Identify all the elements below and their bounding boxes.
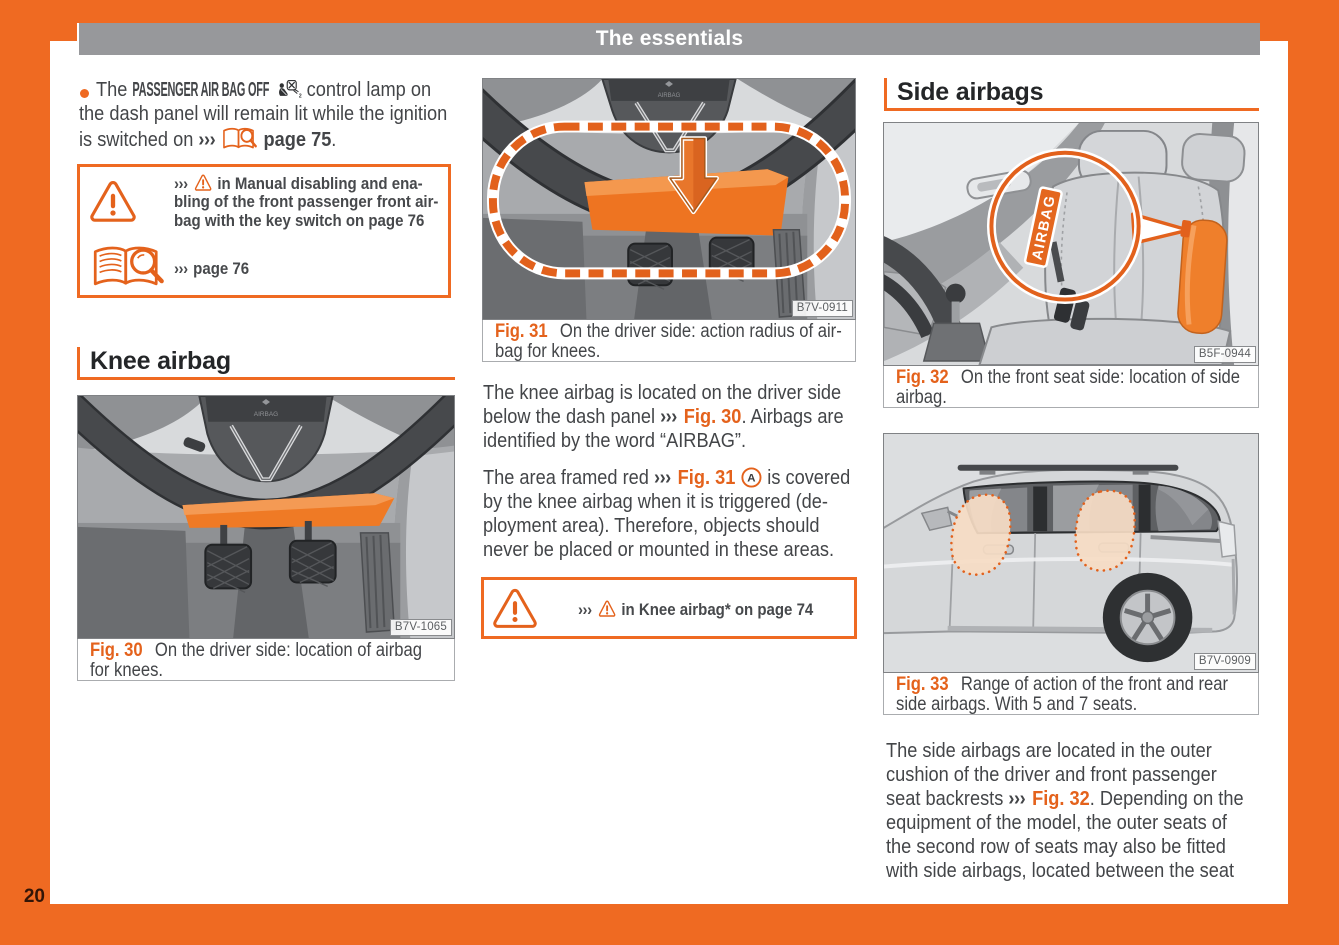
side-airbags-paragraph: The side airbags are located in the oute… xyxy=(886,740,1244,882)
book-reference-text: ››› page 76 xyxy=(174,260,250,278)
warning-small-icon xyxy=(597,600,617,617)
page-frame-right xyxy=(1288,0,1339,945)
warning-reference-box-knee: ››› in Knee airbag* on page 74 xyxy=(481,577,857,639)
page-number: 20 xyxy=(23,886,45,907)
warning-knee-text: ››› in Knee airbag* on page 74 xyxy=(578,600,814,619)
figure-30-illustration: AIRBAG B7V-1065 xyxy=(77,395,455,639)
knee-airbag-paragraph-2: The area framed red ››› Fig. 31 A is cov… xyxy=(483,467,851,561)
figure-label: Fig. 33 xyxy=(896,674,949,695)
figure-31-code-tag: B7V-0911 xyxy=(791,300,853,317)
bullet-dot-icon xyxy=(80,85,89,103)
page-frame-top xyxy=(0,0,1339,23)
heading-rule xyxy=(77,377,455,380)
heading-rule xyxy=(884,108,1259,111)
book-search-small-icon xyxy=(222,126,258,152)
figure-label: Fig. 32 xyxy=(896,367,949,388)
svg-text:2: 2 xyxy=(299,93,302,98)
warning-reference-text: ››› in Manual disabling and ena-bling of… xyxy=(174,174,439,230)
figure-31-illustration: AIRBAG B7V-0911 xyxy=(482,78,856,320)
warning-triangle-icon xyxy=(89,179,137,223)
figure-label: Fig. 30 xyxy=(90,640,143,661)
warning-triangle-icon xyxy=(492,587,538,629)
section-heading-side-airbags: Side airbags xyxy=(884,78,1269,108)
warning-reference-box: ››› in Manual disabling and ena-bling of… xyxy=(77,164,451,298)
svg-text:A: A xyxy=(747,472,755,484)
figure-label: Fig. 31 xyxy=(495,321,548,342)
figure-32-code-tag: B5F-0944 xyxy=(1193,346,1256,363)
warning-small-icon xyxy=(193,174,213,191)
svg-text:AIRBAG: AIRBAG xyxy=(254,411,278,418)
figure-33-illustration: B7V-0909 xyxy=(883,433,1259,673)
page-frame-left xyxy=(0,0,50,945)
figure-32-illustration: AIRBAG B5F-0944 xyxy=(883,122,1259,366)
book-search-icon xyxy=(87,243,171,292)
chapter-title: The essentials xyxy=(595,27,744,50)
chapter-header-bar: The essentials xyxy=(79,23,1260,55)
circle-a-icon: A xyxy=(740,467,762,488)
page-frame-bottom xyxy=(0,904,1339,945)
passenger-airbag-paragraph: The PASSENGER AIR BAG OFF 2 control lamp… xyxy=(79,79,448,152)
knee-airbag-paragraph-1: The knee airbag is located on the driver… xyxy=(483,382,844,452)
figure-33-code-tag: B7V-0909 xyxy=(1193,653,1256,670)
svg-text:AIRBAG: AIRBAG xyxy=(658,93,681,99)
figure-30-code-tag: B7V-1065 xyxy=(389,619,452,636)
passenger-airbag-off-icon: 2 xyxy=(274,80,302,98)
section-heading-knee-airbag: Knee airbag xyxy=(77,347,465,377)
